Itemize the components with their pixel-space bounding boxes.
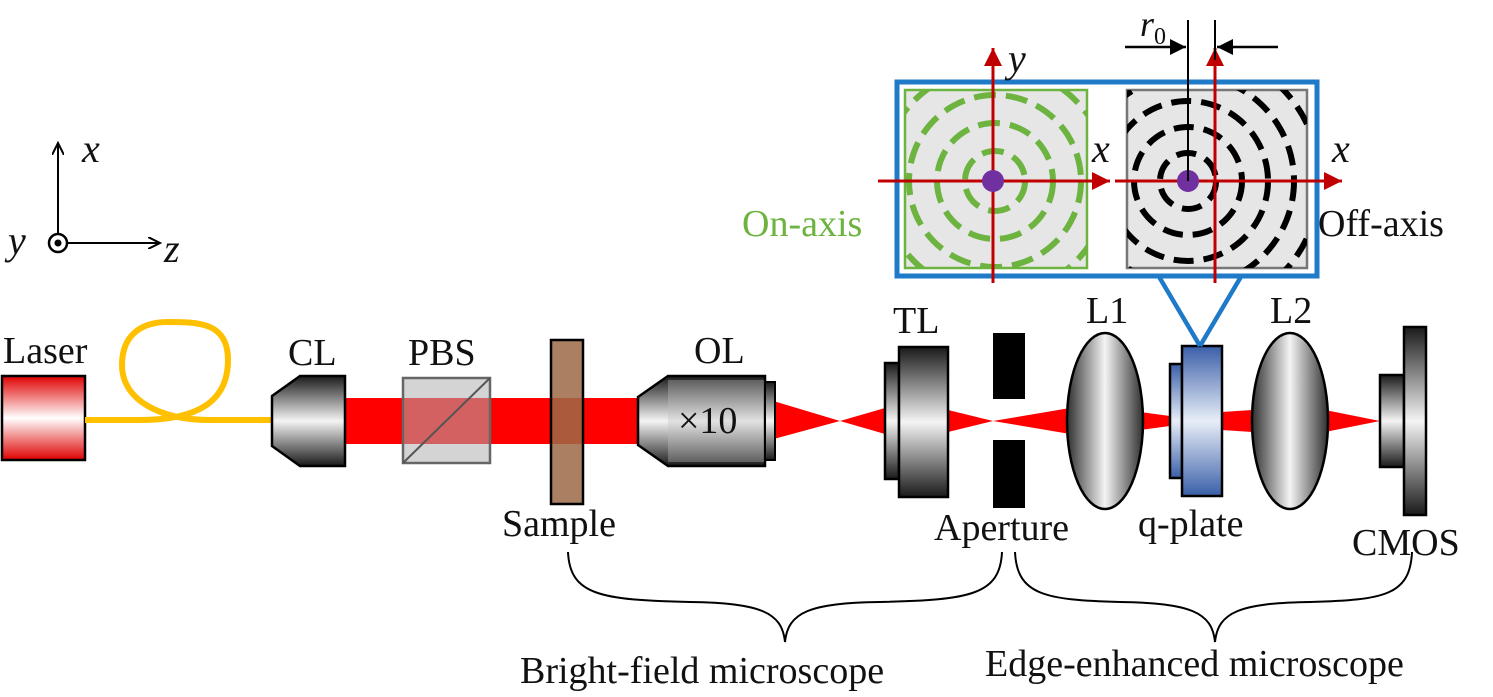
tl-label: TL [893,300,939,342]
on-axis-center-dot [982,170,1004,192]
edge-enhanced-label: Edge-enhanced microscope [985,643,1404,685]
optical-fiber [85,318,272,423]
lens-l1: L1 [1065,290,1145,511]
coordinate-axes: x y z [4,126,180,271]
aperture-label: Aperture [934,507,1069,549]
ol-magnification-label: ×10 [678,400,737,442]
tube-lens: TL [883,300,950,499]
axis-y-label: y [4,218,26,263]
inset-x-label-off: x [1331,126,1350,171]
ol-label: OL [694,330,745,372]
l2-label: L2 [1270,290,1312,332]
qplate-pattern-inset: r0 y x x On-axis Off-axis [742,4,1444,348]
laser-beam [345,398,1380,444]
cmos-label: CMOS [1352,522,1460,564]
inset-y-label: y [1004,36,1026,81]
inset-x-label-on: x [1091,126,1110,171]
qplate-label: q-plate [1138,503,1244,545]
axis-z-label: z [163,226,180,271]
lens-l2: L2 [1250,290,1330,511]
off-axis-label: Off-axis [1318,203,1444,245]
bright-field-label: Bright-field microscope [520,650,884,692]
objective-lens: OL ×10 [636,330,776,468]
laser-label: Laser [3,330,88,372]
sample-slide: Sample [502,338,616,545]
collimating-lens: CL [270,332,347,468]
r0-label: r0 [1140,4,1166,50]
aperture: Aperture [934,333,1069,549]
bright-field-brace: Bright-field microscope [520,551,1003,692]
axis-x-label: x [81,126,100,171]
cl-label: CL [288,332,337,374]
laser-source: Laser [0,330,88,462]
cmos-camera: CMOS [1352,325,1460,564]
l1-label: L1 [1086,290,1128,332]
edge-enhanced-brace: Edge-enhanced microscope [985,551,1413,685]
pbs-label: PBS [408,332,476,374]
q-plate: q-plate [1138,344,1244,545]
sample-label: Sample [502,503,616,545]
polarizing-beam-splitter: PBS [401,332,492,465]
on-axis-label: On-axis [742,203,862,245]
